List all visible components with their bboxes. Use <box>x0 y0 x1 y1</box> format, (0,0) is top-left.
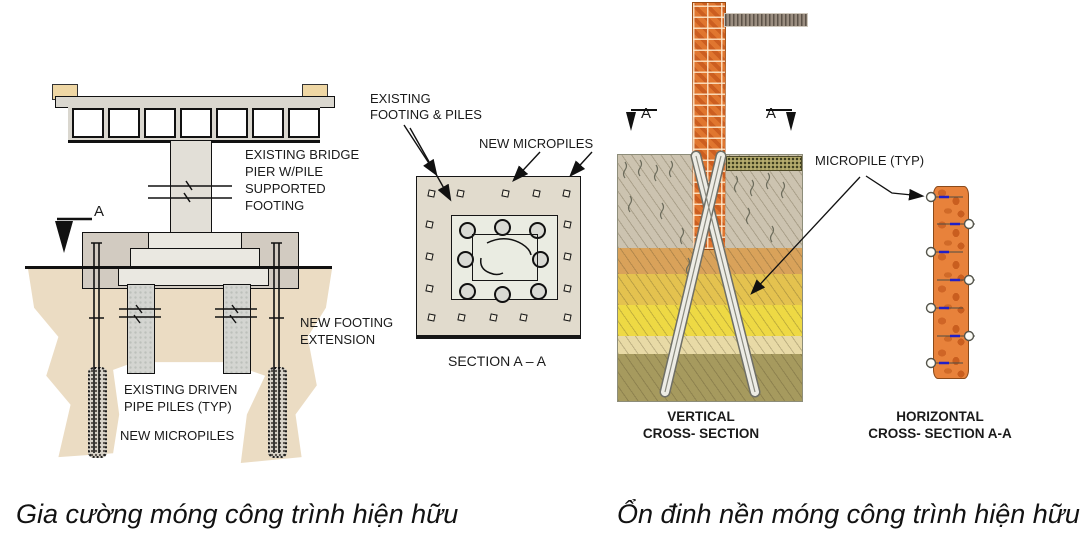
girder-cell <box>108 108 140 138</box>
micropile-dot <box>501 189 510 198</box>
footing-extension-label-line1: NEW FOOTING <box>300 315 394 330</box>
existing-pipe-pile <box>127 284 155 374</box>
plan-new-micropiles-label: NEW MICROPILES <box>479 136 594 151</box>
new-micropiles-label: NEW MICROPILES <box>120 428 235 443</box>
existing-pile-circle <box>457 251 474 268</box>
vertical-section-marker-right: A <box>766 105 777 122</box>
micropile-dot <box>427 189 436 198</box>
existing-pipe-pile <box>223 284 251 374</box>
existing-pile-circle <box>530 283 547 300</box>
micropile-dot <box>425 284 434 293</box>
ground-line <box>25 266 332 269</box>
micropile-dot <box>519 313 528 322</box>
girder-cell <box>216 108 248 138</box>
existing-footing-label-line1: EXISTING <box>370 91 431 106</box>
bridge-deck-girder <box>68 106 320 143</box>
micropile-dot <box>563 284 572 293</box>
vertical-section-title-line2: CROSS- SECTION <box>642 426 760 441</box>
footing-extension-label-line2: EXTENSION <box>300 332 376 347</box>
gravel-band <box>726 156 802 171</box>
pier-label-line3: SUPPORTED <box>245 181 326 196</box>
existing-pile-circle <box>532 251 549 268</box>
micropile-dot <box>563 252 572 261</box>
micropile-dot <box>563 313 572 322</box>
girder-cell <box>252 108 284 138</box>
micropile-dot <box>457 313 466 322</box>
horizontal-section-title-line2: CROSS- SECTION A-A <box>868 426 1012 441</box>
micropile-dot <box>563 220 572 229</box>
plan-section-title: SECTION A – A <box>447 353 547 369</box>
section-marker-a-label: A <box>94 203 105 220</box>
existing-pile-circle <box>459 283 476 300</box>
pipe-piles-label-line1: EXISTING DRIVEN <box>124 382 238 397</box>
micropile-dot <box>532 189 541 198</box>
soil-layer-orange-tan <box>618 248 802 274</box>
existing-pile-circle <box>494 219 511 236</box>
pier-label-line4: FOOTING <box>245 198 305 213</box>
horizontal-section-title-line1: HORIZONTAL <box>896 409 984 424</box>
micropile-grout-bulb <box>88 367 107 458</box>
girder-cell <box>180 108 212 138</box>
pipe-piles-label-line2: PIPE PILES (TYP) <box>124 399 232 414</box>
floor-slab-bar <box>724 13 808 27</box>
wall-plan-strip <box>933 186 969 379</box>
pier-label-line2: PIER W/PILE <box>245 164 324 179</box>
micropile-dot <box>489 313 498 322</box>
soil-layer-bright-yellow <box>618 305 802 336</box>
existing-pile-circle <box>494 286 511 303</box>
existing-pile-circle <box>459 222 476 239</box>
micropile-dot <box>425 252 434 261</box>
micropile-dot <box>456 189 465 198</box>
existing-footing-label-line2: FOOTING & PILES <box>370 107 482 122</box>
brick-wall <box>692 2 726 250</box>
plan-pier-outline <box>472 234 538 281</box>
bridge-pier <box>170 140 212 234</box>
caption-right: Ổn đinh nền móng công trình hiện hữu <box>617 499 1080 529</box>
existing-footing-step <box>118 268 269 286</box>
micropile-dot <box>427 313 436 322</box>
vertical-section-marker-left: A <box>641 105 652 122</box>
micropile-dot <box>562 189 571 198</box>
soil-layer-pale <box>618 336 802 354</box>
micropile-dot <box>425 220 434 229</box>
soil-layer-yellow <box>618 274 802 305</box>
caption-left: Gia cường móng công trình hiện hữu <box>16 499 459 529</box>
pier-label-line1: EXISTING BRIDGE <box>245 147 360 162</box>
girder-cell <box>72 108 104 138</box>
elevation-figure: A EXISTING BRIDGE PIER W/PILE SUPPORTED … <box>0 0 393 470</box>
micropile-grout-bulb <box>268 367 287 458</box>
girder-cell <box>288 108 320 138</box>
soil-layer-olive <box>618 354 802 401</box>
girder-cell <box>144 108 176 138</box>
vertical-section-title-line1: VERTICAL <box>667 409 735 424</box>
micropile-typ-label: MICROPILE (TYP) <box>815 153 925 168</box>
